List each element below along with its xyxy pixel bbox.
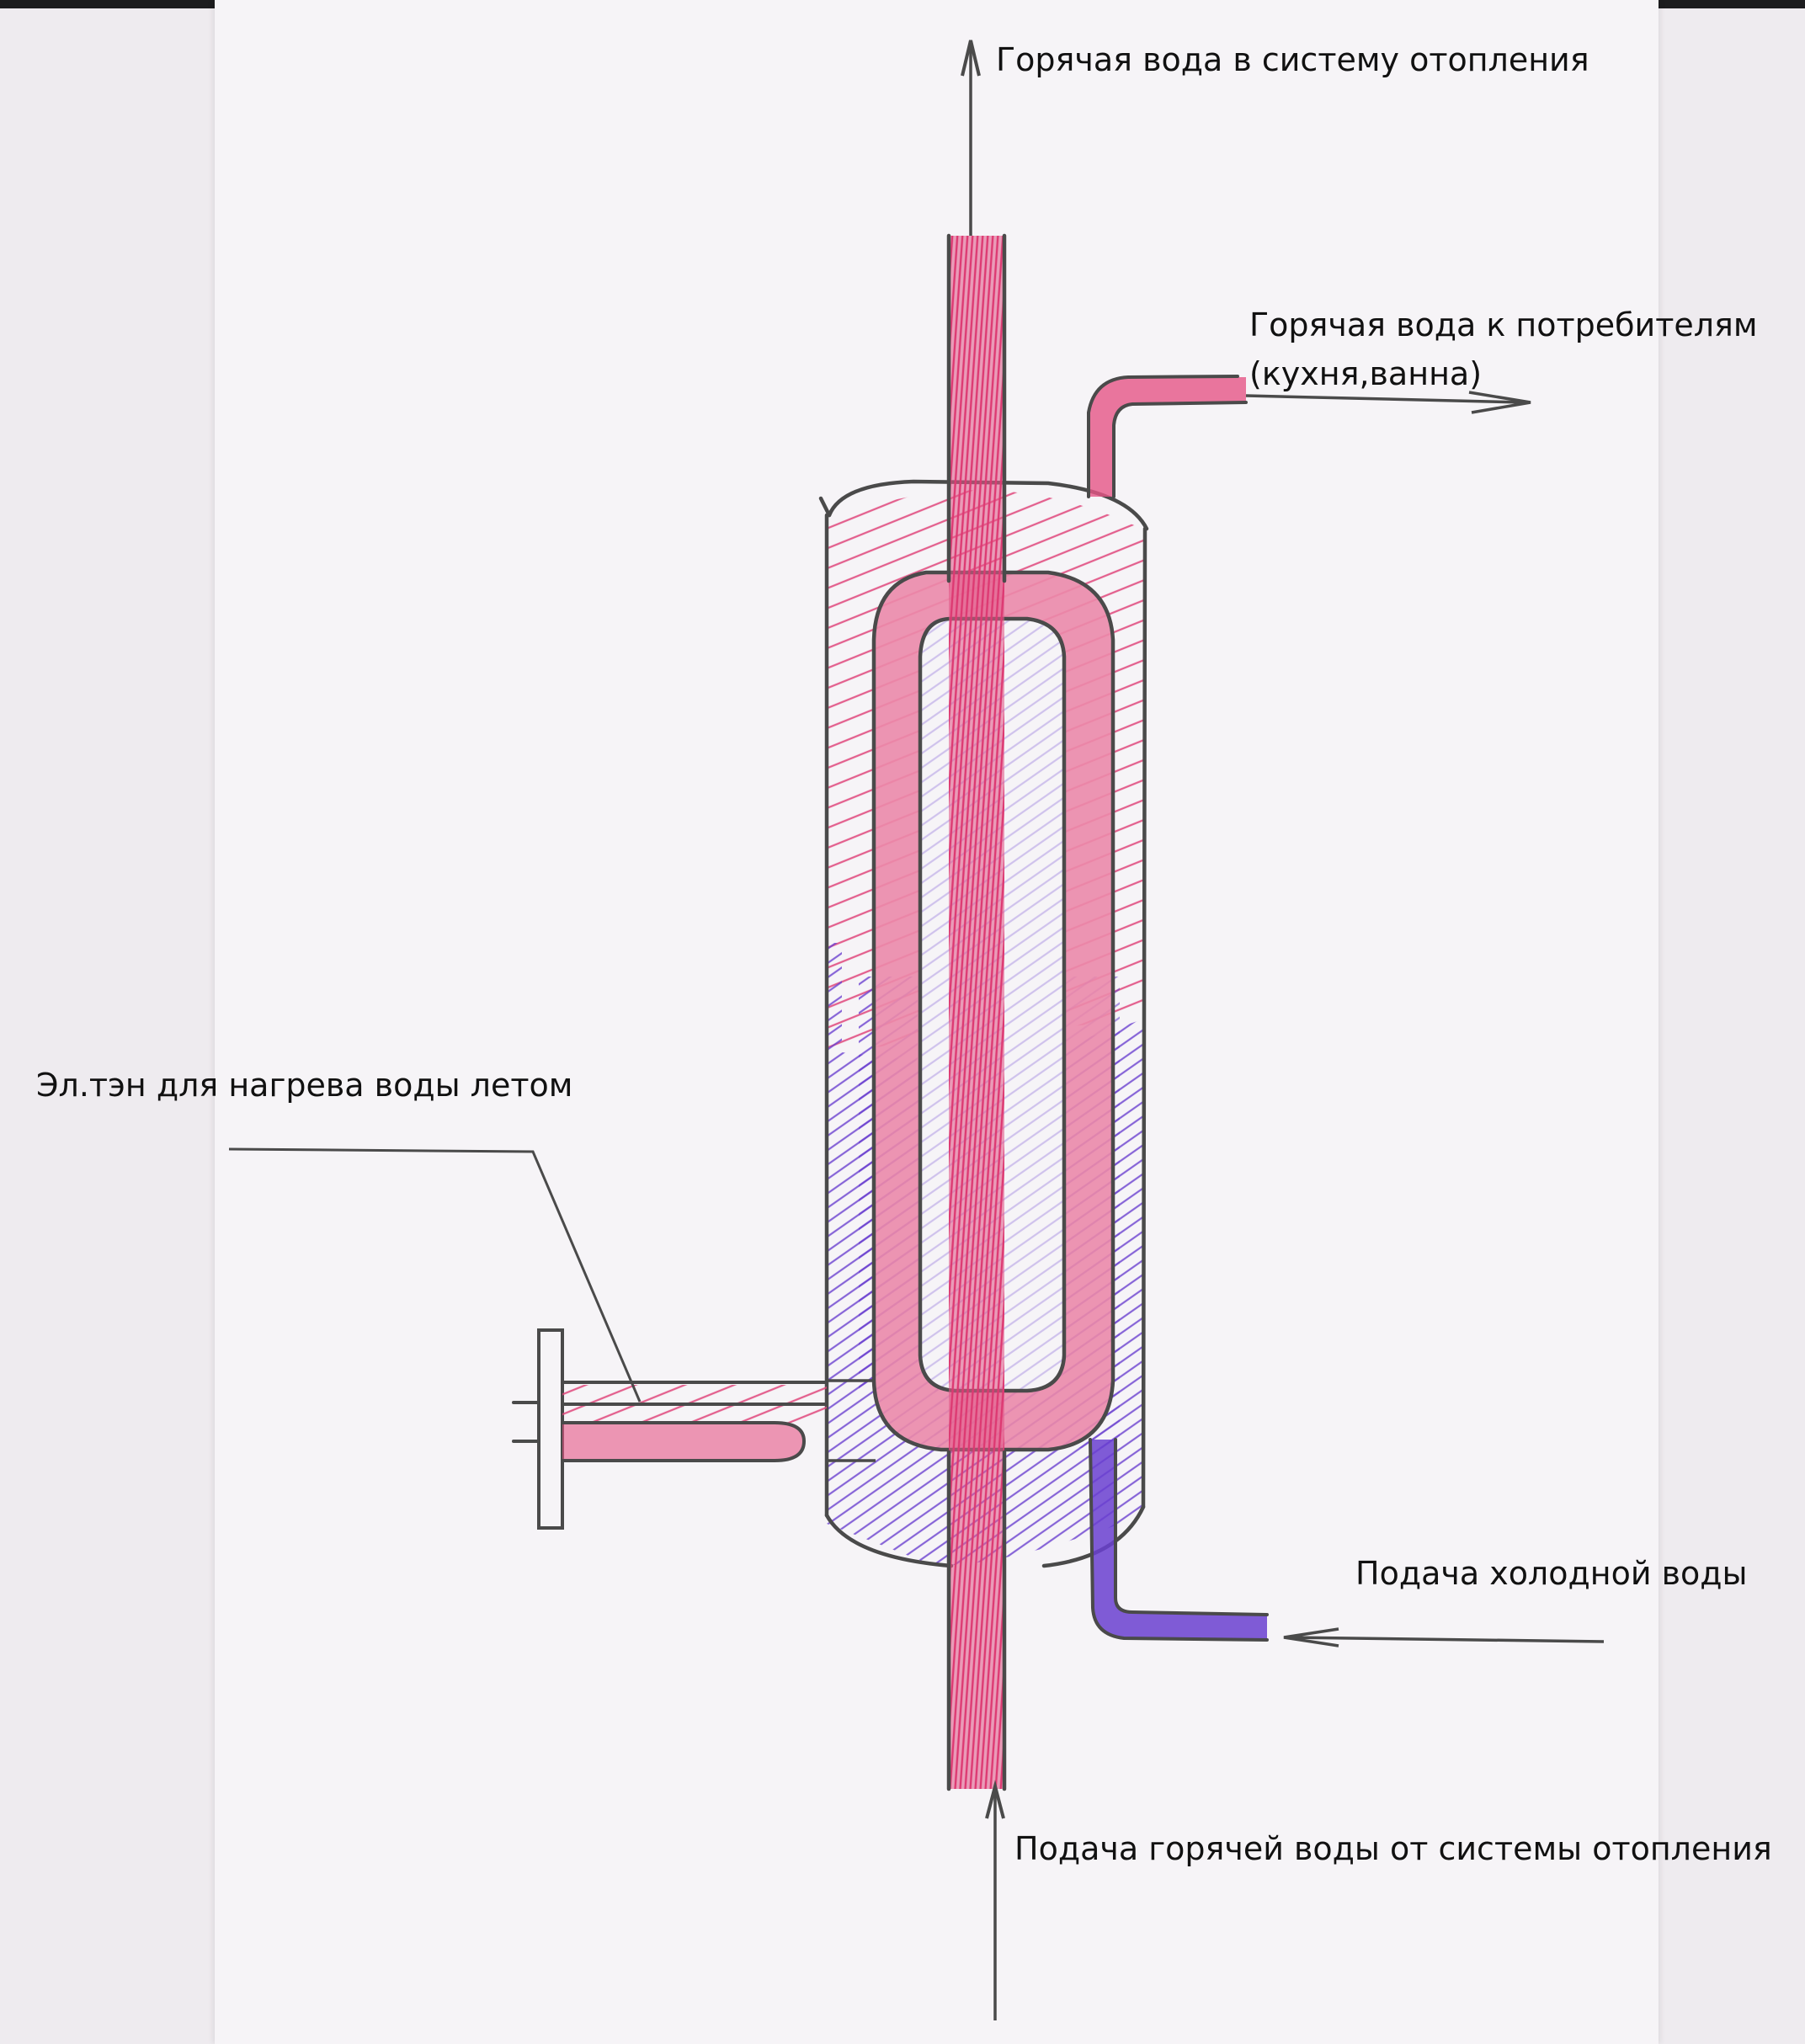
label-electric-heater: Эл.тэн для нагрева воды летом (36, 1067, 573, 1104)
consumer-outlet-pipe (1087, 375, 1531, 498)
label-hot-supply-from-heating: Подача горячей воды от системы отопления (1014, 1830, 1772, 1867)
cold-inlet-pipe (1089, 1438, 1605, 1647)
central-hot-pipe (946, 233, 1007, 1791)
coil-junctions (827, 1379, 876, 1462)
label-consumers-detail: (кухня,ванна) (1249, 355, 1483, 392)
heater-leader-line (228, 1147, 642, 1403)
label-cold-water-supply: Подача холодной воды (1355, 1555, 1748, 1592)
electric-heater (512, 1328, 828, 1530)
label-hot-water-to-heating: Горячая вода в систему отопления (996, 41, 1589, 78)
arrow-up-bottom (985, 1780, 1005, 2020)
tank-outline (818, 479, 1149, 1568)
label-hot-water-to-consumers: Горячая вода к потребителям (1249, 306, 1758, 343)
arrow-up-top (961, 40, 981, 236)
